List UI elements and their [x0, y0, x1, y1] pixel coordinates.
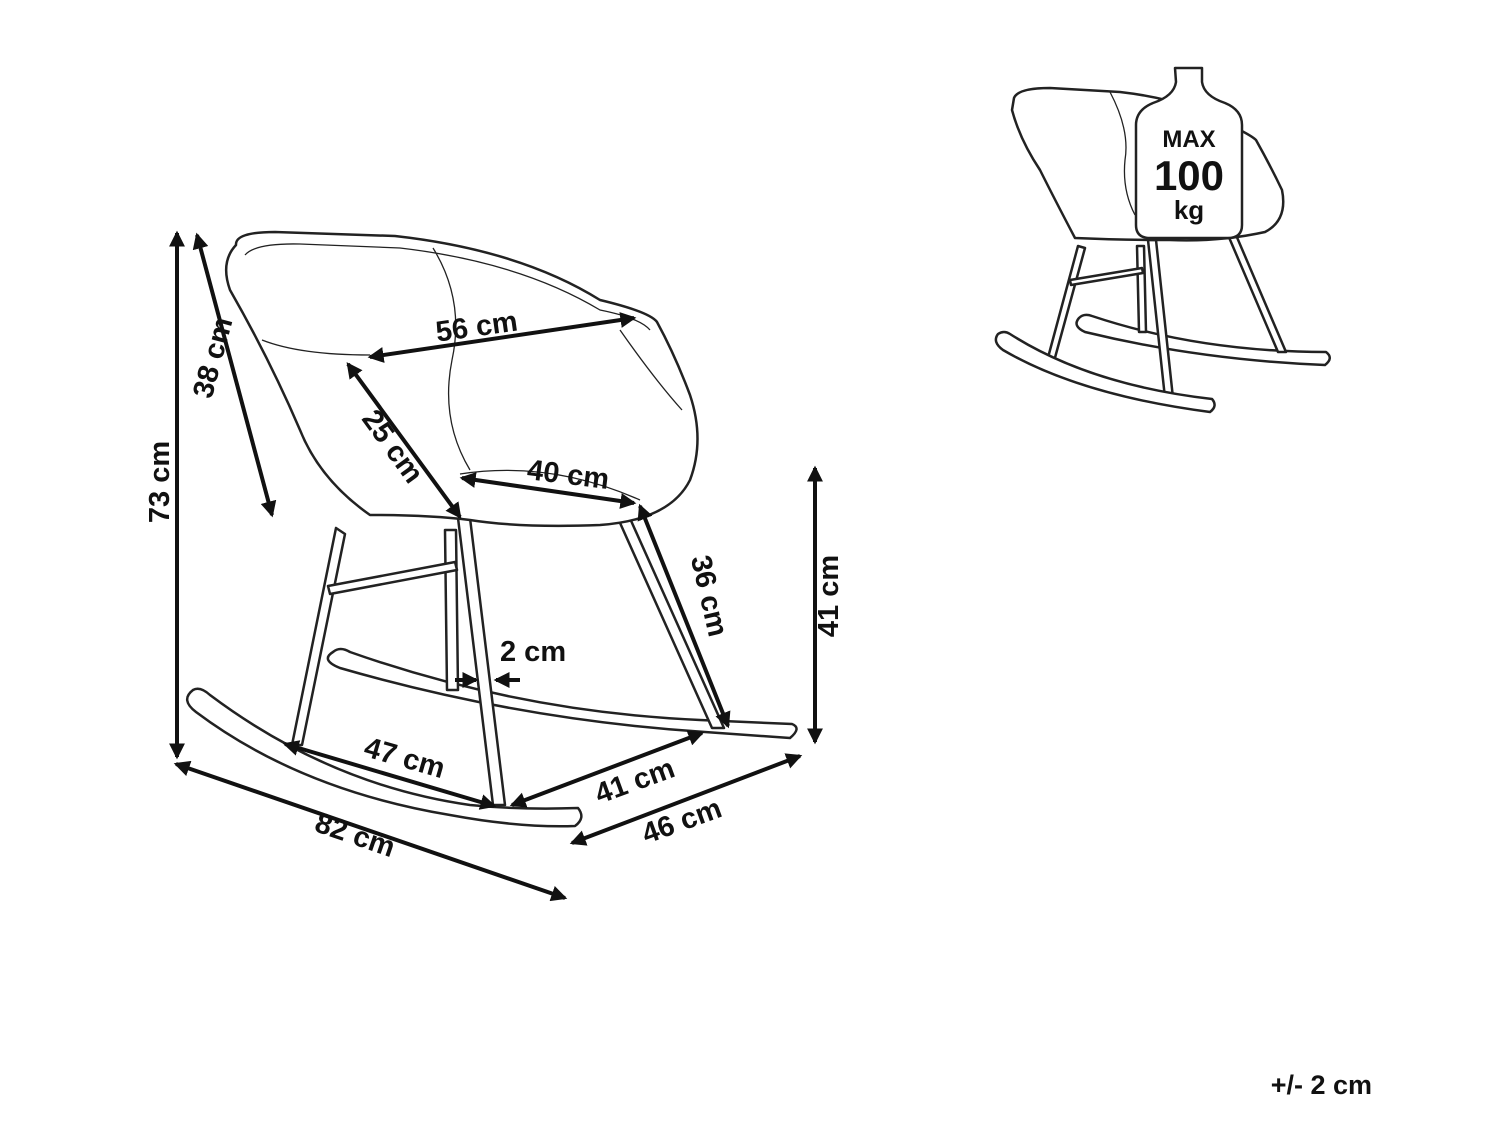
arrow-armrest-height [346, 362, 462, 519]
small-back-leg [1044, 244, 1087, 367]
weight-max-label: MAX [1162, 126, 1215, 153]
back-rocker-runner [326, 647, 798, 740]
arrow-overall-length [173, 760, 568, 902]
arrow-overall-width [569, 753, 803, 846]
back-crossbar [326, 560, 459, 596]
small-right-leg [1226, 233, 1288, 354]
weight-bottle-icon [1134, 66, 1244, 240]
label-overall-height: 73 cm [144, 441, 176, 523]
arrow-seat-width [367, 312, 637, 363]
arrow-backrest-height [192, 232, 277, 518]
weight-unit: kg [1174, 195, 1204, 225]
small-front-runner [994, 330, 1216, 414]
back-leg-frame [290, 526, 347, 747]
weight-value: 100 [1154, 152, 1224, 199]
small-front-leg [1146, 238, 1175, 400]
small-shell-seam [1109, 91, 1136, 216]
dimension-arrows [169, 230, 823, 902]
small-inner-leg [1135, 244, 1148, 334]
arrow-leg-length [637, 503, 731, 729]
label-leg-length: 36 cm [684, 552, 734, 639]
label-overall-length: 82 cm [311, 807, 399, 864]
small-back-runner [1075, 313, 1331, 367]
label-runner-span: 47 cm [361, 732, 449, 785]
arrow-seat-depth [459, 472, 637, 509]
label-base-depth: 41 cm [591, 752, 679, 810]
small-crossbar [1068, 266, 1145, 287]
tolerance-note: +/- 2 cm [1270, 1070, 1372, 1100]
seat-shell-outer [224, 230, 699, 528]
label-tube-diameter: 2 cm [500, 636, 566, 668]
label-seat-height: 41 cm [813, 555, 845, 637]
back-leg-inner [443, 528, 460, 692]
weight-capacity-illustration: MAX 100 kg [994, 66, 1331, 414]
front-leg-left [456, 516, 507, 807]
